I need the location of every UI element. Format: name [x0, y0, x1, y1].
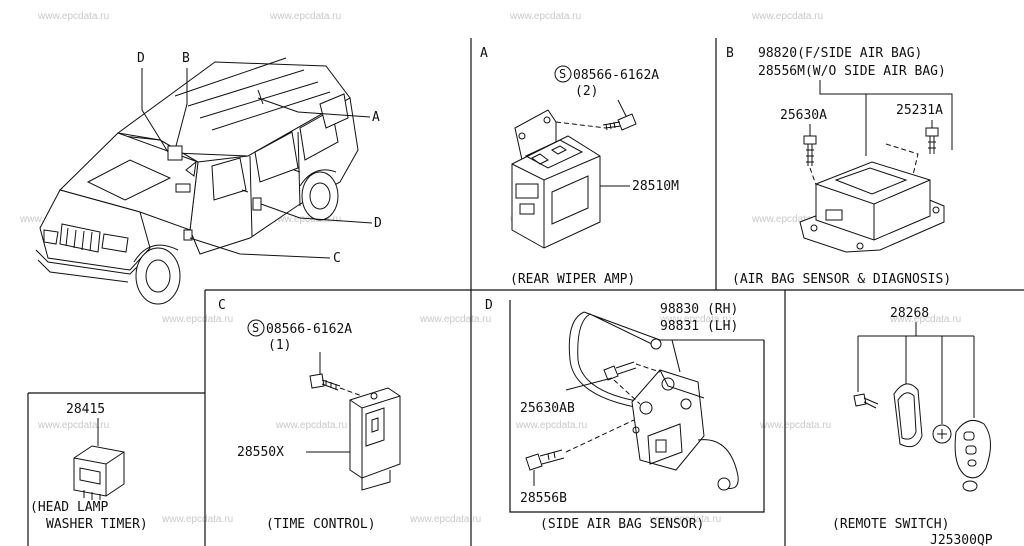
- panel-dividers: [27, 38, 1024, 546]
- panel-b-letter: B: [726, 46, 734, 61]
- panel-b-bolt-right: 25231A: [896, 103, 943, 118]
- headlamp-part: 28415: [66, 402, 105, 417]
- panel-a-letter: A: [480, 46, 488, 61]
- panel-remote-switch: 28268 (REMOTE SWITCH): [832, 306, 991, 532]
- watermark: www.epcdata.ru: [161, 514, 233, 525]
- watermark: www.epcdata.ru: [759, 420, 831, 431]
- panel-a-screw-qty: (2): [575, 84, 598, 99]
- watermark: www.epcdata.ru: [659, 314, 731, 325]
- callout-d-right: D: [374, 216, 382, 231]
- screw-icon: [602, 113, 637, 131]
- panel-a-caption: (REAR WIPER AMP): [510, 272, 635, 287]
- headlamp-caption-1: (HEAD LAMP: [30, 500, 108, 515]
- watermark: www.epcdata.ru: [419, 314, 491, 325]
- panel-headlamp-washer-timer: 28415 (HEAD LAMP WASHER TIMER): [30, 402, 148, 532]
- relay-icon: [73, 445, 125, 500]
- remote-case: [893, 383, 923, 448]
- remote-caption: (REMOTE SWITCH): [832, 517, 949, 532]
- panel-c-caption: (TIME CONTROL): [266, 517, 376, 532]
- panel-d-caption: (SIDE AIR BAG SENSOR): [540, 517, 704, 532]
- panel-d-rh: 98830 (RH): [660, 302, 738, 317]
- callout-d-top: D: [137, 51, 145, 66]
- panel-d-bolt-lower: 28556B: [520, 491, 567, 506]
- side-air-bag-sensor: [631, 369, 739, 491]
- watermark: www.epcdata.ru: [161, 314, 233, 325]
- panel-a-amp-part: 28510M: [632, 179, 679, 194]
- watermark: www.epcdata.ru: [515, 420, 587, 431]
- air-bag-sensor-unit: [799, 161, 945, 253]
- watermark: www.epcdata.ru: [37, 11, 109, 22]
- callout-b: B: [182, 51, 190, 66]
- rear-wiper-amp: [511, 109, 607, 249]
- s-circle-icon: S: [252, 321, 259, 335]
- watermark: www.epcdata.ru: [649, 514, 721, 525]
- vehicle-callouts: D B A D C: [137, 51, 382, 266]
- panel-c-letter: C: [218, 298, 226, 313]
- panel-b-caption: (AIR BAG SENSOR & DIAGNOSIS): [732, 272, 951, 287]
- watermark: www.epcdata.ru: [37, 420, 109, 431]
- panel-c-time-control: C S 08566-6162A (1) 28550X (TIME CONTROL…: [218, 298, 401, 532]
- panel-c-screw-part: 08566-6162A: [266, 322, 352, 337]
- panel-b-bolt-left: 25630A: [780, 108, 827, 123]
- panel-b-air-bag-sensor: B 98820(F/SIDE AIR BAG) 28556M(W/O SIDE …: [726, 46, 953, 287]
- watermark: www.epcdata.ru: [275, 420, 347, 431]
- bolt-icon: [925, 127, 939, 154]
- panel-d-letter: D: [485, 298, 493, 313]
- s-circle-icon: S: [559, 67, 566, 81]
- watermark: www.epcdata.ru: [409, 514, 481, 525]
- panel-a-rear-wiper-amp: A S 08566-6162A (2) 28: [480, 46, 679, 287]
- battery-icon: [932, 424, 952, 444]
- screw-icon: [309, 373, 341, 391]
- vehicle-illustration: [35, 57, 359, 305]
- panel-a-screw-part: 08566-6162A: [573, 68, 659, 83]
- headlamp-caption-2: WASHER TIMER): [46, 517, 148, 532]
- panel-d-lh: 98831 (LH): [660, 319, 738, 334]
- bolt-icon: [525, 449, 565, 471]
- bolt-icon: [603, 361, 637, 381]
- callout-c: C: [333, 251, 341, 266]
- diagram-code: J25300QP: [930, 533, 993, 546]
- panel-b-line1: 98820(F/SIDE AIR BAG): [758, 46, 922, 61]
- panel-c-unit-part: 28550X: [237, 445, 284, 460]
- screw-icon: [853, 393, 879, 409]
- watermark: www.epcdata.ru: [269, 11, 341, 22]
- time-control-unit: [349, 387, 401, 491]
- callout-a: A: [372, 110, 380, 125]
- bolt-icon: [803, 135, 817, 166]
- watermark: www.epcdata.ru: [509, 11, 581, 22]
- watermark: www.epcdata.ru: [889, 314, 961, 325]
- watermark: www.epcdata.ru: [751, 11, 823, 22]
- panel-d-side-air-bag-sensor: D 98830 (RH) 98831 (LH): [485, 298, 765, 532]
- panel-c-screw-qty: (1): [268, 338, 291, 353]
- watermark: www.epcdata.ru: [269, 214, 341, 225]
- watermark: www.epcdata.ru: [751, 214, 823, 225]
- panel-b-line2: 28556M(W/O SIDE AIR BAG): [758, 64, 946, 79]
- remote-part: 28268: [890, 306, 929, 321]
- key-fob-icon: [954, 419, 991, 492]
- panel-d-bolt-upper: 25630AB: [520, 401, 575, 416]
